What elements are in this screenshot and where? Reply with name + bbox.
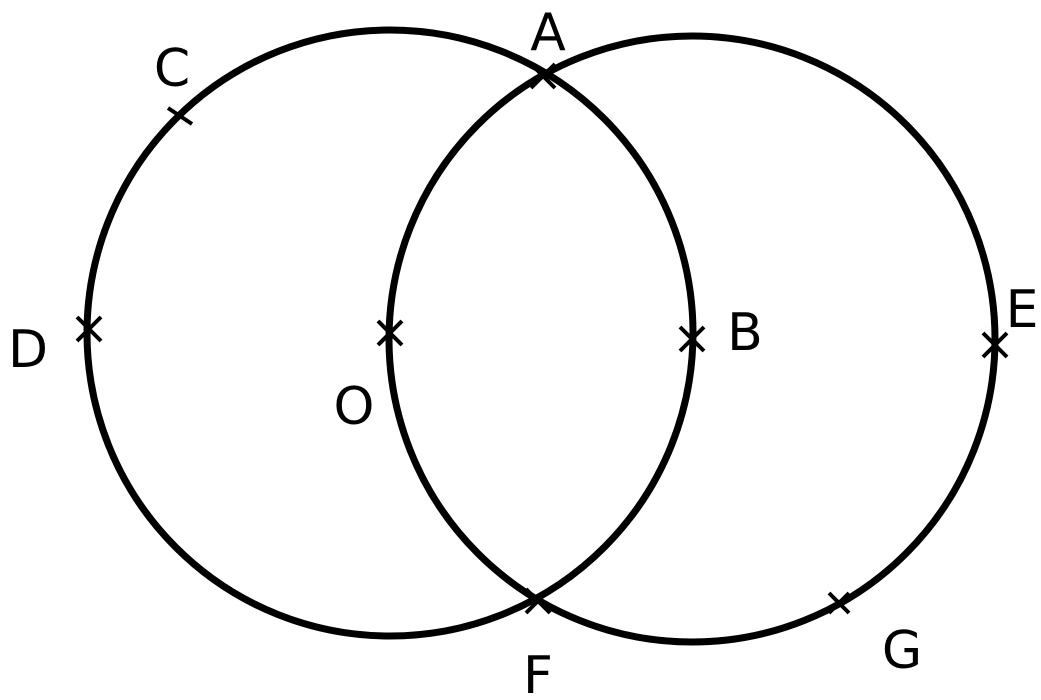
point-mark-d (75, 315, 103, 343)
point-mark-o (376, 319, 404, 347)
label-c: C (154, 39, 190, 99)
label-g: G (882, 621, 922, 681)
label-b: B (727, 303, 763, 363)
right-circle (385, 32, 999, 646)
point-mark-c (166, 106, 194, 126)
point-mark-f (524, 587, 552, 615)
label-a: A (530, 3, 566, 63)
label-e: E (1006, 280, 1039, 340)
label-d: D (8, 320, 48, 380)
label-o: O (334, 377, 375, 437)
point-mark-a (529, 62, 557, 90)
label-f: F (523, 646, 553, 700)
point-mark-b (678, 325, 706, 353)
point-mark-g (827, 591, 851, 615)
point-mark-e (981, 331, 1009, 359)
